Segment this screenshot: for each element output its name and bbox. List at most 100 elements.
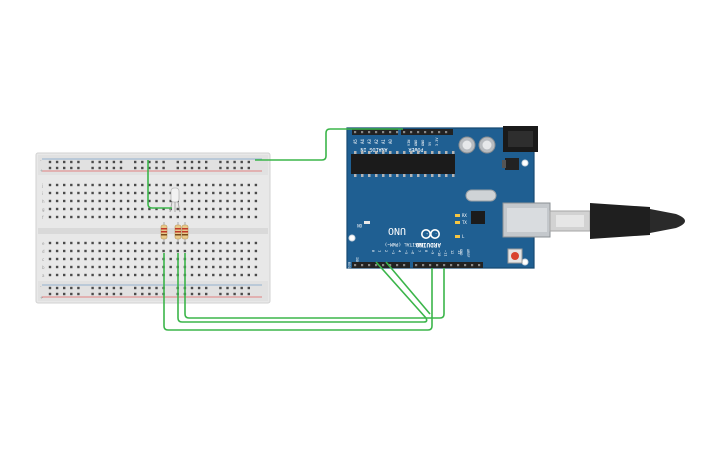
breadboard-hole[interactable] [134,257,137,261]
header-pin[interactable] [361,131,364,134]
rail-hole[interactable] [148,166,151,170]
breadboard-hole[interactable] [48,199,52,203]
breadboard-hole[interactable] [233,273,236,277]
rail-hole[interactable] [197,286,201,290]
rail-hole[interactable] [247,286,250,290]
rail-hole[interactable] [219,292,222,296]
breadboard-hole[interactable] [126,249,130,253]
breadboard-hole[interactable] [63,183,66,187]
breadboard-hole[interactable] [205,249,208,253]
breadboard-hole[interactable] [254,199,258,203]
breadboard-hole[interactable] [141,249,144,253]
breadboard-hole[interactable] [155,199,158,203]
breadboard-hole[interactable] [84,215,87,219]
rail-hole[interactable] [219,166,222,170]
rail-hole[interactable] [119,286,123,290]
breadboard-hole[interactable] [119,191,123,195]
breadboard-hole[interactable] [48,215,52,219]
breadboard-hole[interactable] [240,249,243,253]
breadboard-hole[interactable] [126,265,130,269]
breadboard-hole[interactable] [190,257,194,261]
breadboard-hole[interactable] [219,273,222,277]
breadboard-hole[interactable] [98,249,101,253]
breadboard-hole[interactable] [141,273,144,277]
rail-hole[interactable] [148,160,151,164]
breadboard-hole[interactable] [105,273,108,277]
breadboard-hole[interactable] [55,265,59,269]
breadboard-hole[interactable] [112,199,116,203]
rail-hole[interactable] [226,166,229,170]
breadboard-hole[interactable] [240,191,243,195]
breadboard-hole[interactable] [148,199,151,203]
rail-hole[interactable] [91,166,94,170]
breadboard-hole[interactable] [119,207,123,211]
breadboard-hole[interactable] [205,241,208,245]
breadboard-hole[interactable] [126,241,130,245]
wire-resistor-1[interactable] [163,253,433,331]
breadboard-hole[interactable] [141,199,144,203]
breadboard-hole[interactable] [98,257,101,261]
breadboard-hole[interactable] [141,215,144,219]
breadboard-hole[interactable] [48,273,52,277]
breadboard-hole[interactable] [105,207,108,211]
rail-hole[interactable] [233,166,236,170]
breadboard-hole[interactable] [254,215,258,219]
breadboard-hole[interactable] [134,265,137,269]
header-pin[interactable] [457,264,460,267]
breadboard-hole[interactable] [240,199,243,203]
header-pin[interactable] [354,131,357,134]
breadboard-hole[interactable] [112,273,116,277]
rail-hole[interactable] [112,160,116,164]
breadboard-hole[interactable] [205,183,208,187]
breadboard-hole[interactable] [91,249,94,253]
breadboard-hole[interactable] [112,265,116,269]
breadboard-hole[interactable] [141,191,144,195]
rail-hole[interactable] [105,292,108,296]
breadboard-hole[interactable] [105,215,108,219]
breadboard-hole[interactable] [70,215,73,219]
breadboard-hole[interactable] [91,199,94,203]
breadboard-hole[interactable] [254,273,258,277]
rail-hole[interactable] [155,160,158,164]
breadboard-hole[interactable] [190,241,194,245]
rail-hole[interactable] [240,160,243,164]
rail-hole[interactable] [134,286,137,290]
breadboard-hole[interactable] [70,257,73,261]
breadboard-hole[interactable] [134,241,137,245]
breadboard-hole[interactable] [105,265,108,269]
rail-hole[interactable] [240,292,243,296]
breadboard-hole[interactable] [141,241,144,245]
breadboard-hole[interactable] [112,215,116,219]
breadboard-hole[interactable] [48,257,52,261]
breadboard-hole[interactable] [63,265,66,269]
breadboard-hole[interactable] [197,265,201,269]
breadboard-hole[interactable] [91,191,94,195]
rail-hole[interactable] [77,160,80,164]
rail-hole[interactable] [141,166,144,170]
rail-hole[interactable] [233,286,236,290]
breadboard-hole[interactable] [48,241,52,245]
rail-hole[interactable] [48,286,52,290]
breadboard-hole[interactable] [219,183,222,187]
breadboard-hole[interactable] [162,183,165,187]
wires[interactable] [147,128,445,331]
breadboard-hole[interactable] [84,207,87,211]
breadboard-hole[interactable] [197,207,201,211]
breadboard-hole[interactable] [247,249,250,253]
breadboard-hole[interactable] [98,273,101,277]
breadboard-hole[interactable] [134,215,137,219]
breadboard-hole[interactable] [169,241,172,245]
rail-hole[interactable] [98,292,101,296]
breadboard-hole[interactable] [254,183,258,187]
breadboard-hole[interactable] [226,265,229,269]
rail-hole[interactable] [190,286,194,290]
breadboard-hole[interactable] [219,241,222,245]
rail-hole[interactable] [176,166,179,170]
breadboard-hole[interactable] [197,241,201,245]
breadboard-hole[interactable] [63,215,66,219]
breadboard-hole[interactable] [148,257,151,261]
breadboard-hole[interactable] [91,207,94,211]
breadboard-hole[interactable] [48,249,52,253]
breadboard-hole[interactable] [155,207,158,211]
rail-hole[interactable] [105,286,108,290]
